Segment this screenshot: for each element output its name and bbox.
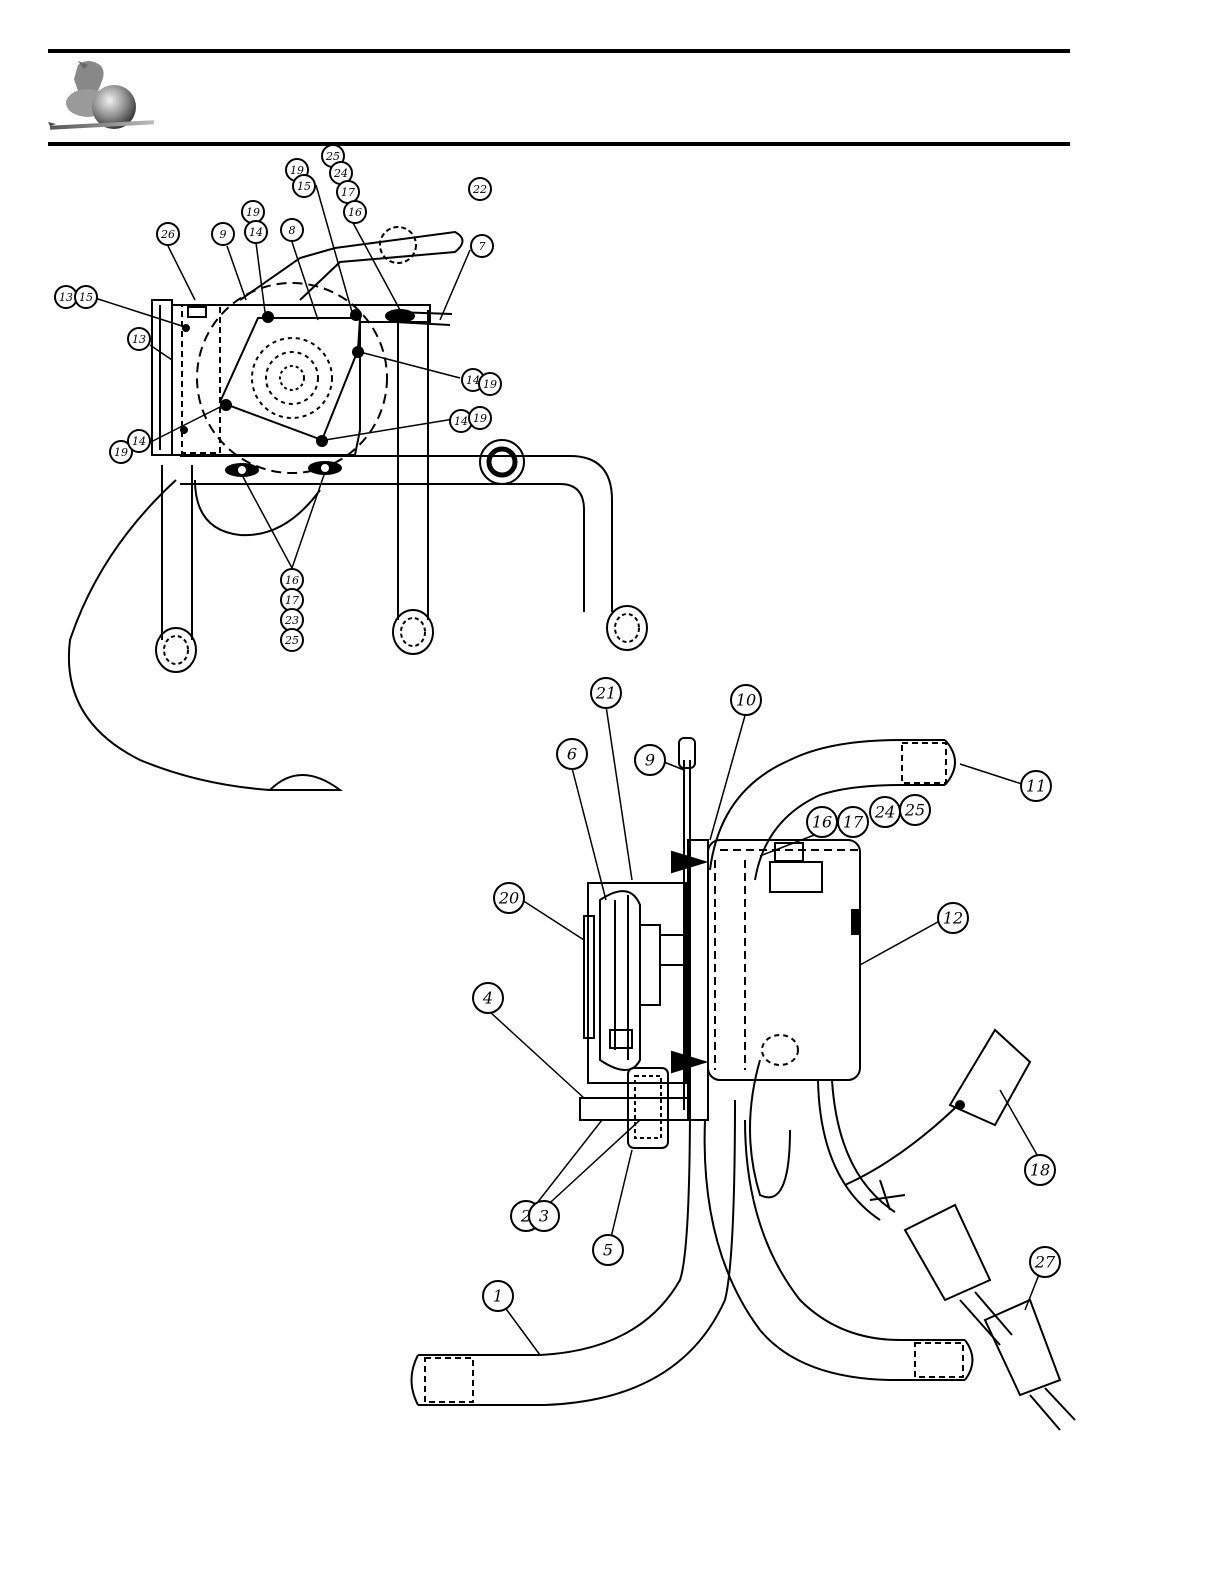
- callout-number: 13: [132, 333, 146, 346]
- frame-tube-center-leg: [398, 310, 428, 620]
- callout-number: 10: [736, 691, 756, 710]
- callout-number: 9: [645, 751, 655, 770]
- callout-number: 19: [483, 378, 497, 391]
- callout-number: 19: [114, 446, 128, 459]
- pulley: [600, 891, 640, 1070]
- foot-switch: [270, 775, 340, 790]
- callout-number: 14: [466, 374, 480, 387]
- callout-number: 5: [603, 1241, 613, 1260]
- foot-cap-right: [607, 606, 647, 650]
- callout-number: 24: [874, 803, 895, 822]
- callout-number: 7: [479, 240, 486, 253]
- foot-switch-cord: [69, 480, 270, 790]
- callout-number: 14: [454, 415, 468, 428]
- callout-number: 16: [812, 813, 832, 832]
- callout-number: 25: [284, 634, 299, 647]
- callout-number: 16: [348, 206, 362, 219]
- callout-number: 4: [482, 989, 493, 1008]
- callout-number: 15: [297, 180, 311, 193]
- callout-number: 21: [595, 684, 616, 703]
- callout-number: 20: [498, 889, 519, 908]
- base-tube-right: [705, 740, 965, 1380]
- side-bracket: [152, 300, 172, 455]
- callout-number: 14: [249, 226, 263, 239]
- tag-string: [845, 1108, 955, 1185]
- frame-tube-left-leg: [162, 465, 192, 640]
- foot-cap-center: [393, 610, 433, 654]
- wing-nut-top: [386, 310, 414, 322]
- callout-number: 17: [843, 813, 864, 832]
- tag-18: [950, 1030, 1030, 1125]
- callout-number: 22: [472, 183, 487, 196]
- wing-nut-left: [226, 464, 258, 476]
- motor-housing: [708, 840, 860, 1080]
- callout-number: 13: [59, 291, 73, 304]
- callout-number: 25: [325, 150, 340, 163]
- callout-number: 26: [160, 228, 175, 241]
- callout-number: 19: [246, 206, 260, 219]
- callout-number: 9: [220, 228, 227, 241]
- callout-number: 27: [1034, 1253, 1056, 1272]
- callout-number: 8: [289, 224, 296, 237]
- foot-cap-left: [156, 628, 196, 672]
- plug-upper: [905, 1205, 990, 1300]
- callout-number: 1: [493, 1287, 503, 1306]
- callout-number: 15: [79, 291, 93, 304]
- callout-number: 17: [285, 594, 299, 607]
- callout-number: 6: [567, 745, 577, 764]
- callout-number: 17: [341, 186, 355, 199]
- callout-number: 24: [333, 167, 348, 180]
- leader-lines-bottom: [490, 706, 1040, 1355]
- callout-number: 23: [284, 614, 299, 627]
- top-view-drawing: [69, 185, 647, 790]
- callout-number: 11: [1026, 777, 1046, 796]
- callout-number: 16: [285, 574, 299, 587]
- callout-number: 12: [943, 909, 963, 928]
- callout-number: 18: [1030, 1161, 1050, 1180]
- plug-27: [985, 1300, 1060, 1395]
- bottom-view-drawing: [412, 706, 1076, 1430]
- callout-number: 19: [473, 412, 487, 425]
- callout-number: 14: [132, 435, 146, 448]
- handle-arm: [240, 232, 463, 300]
- callout-number: 3: [539, 1207, 549, 1226]
- callout-number: 25: [904, 801, 925, 820]
- belt-guard: [220, 318, 360, 440]
